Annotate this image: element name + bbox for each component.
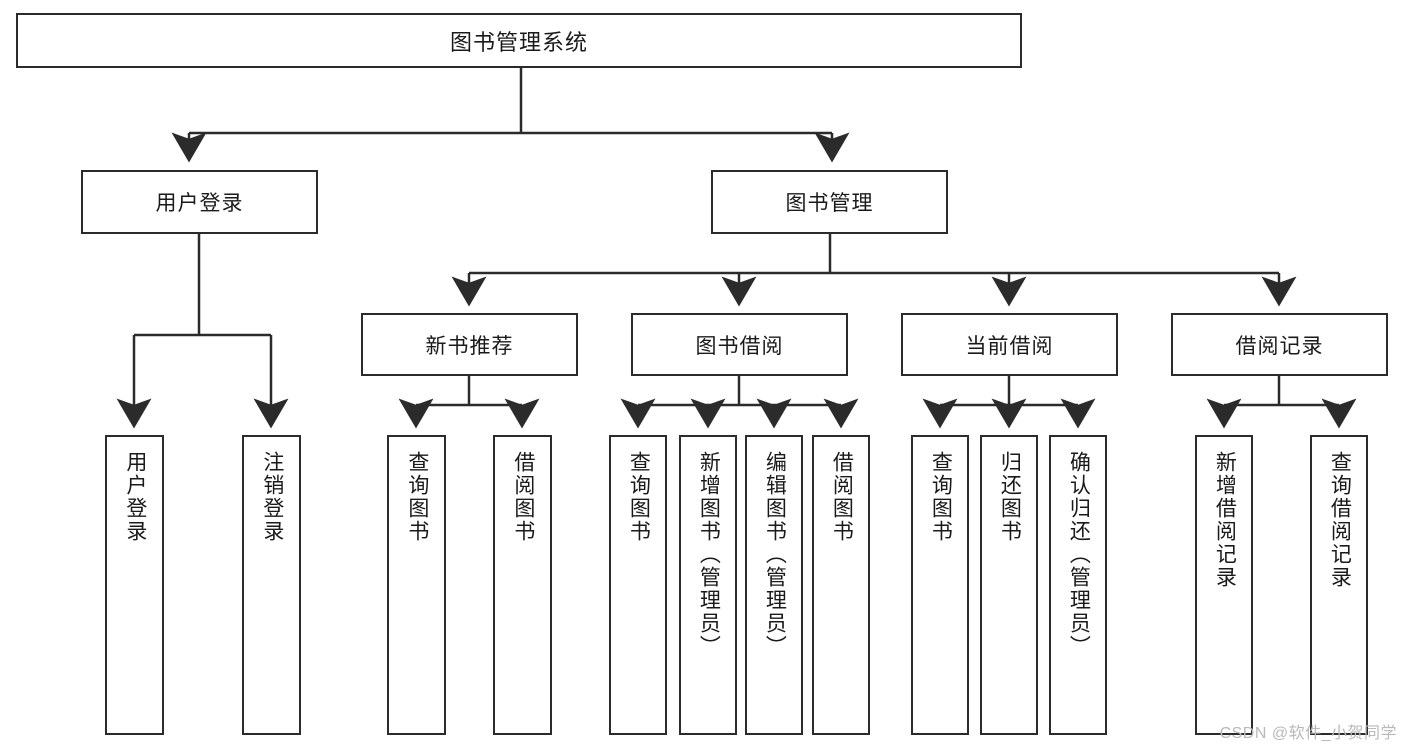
node-root-label: 图书管理系统: [449, 29, 588, 55]
node-leaf-borrow-book-2-label: 借阅图书: [830, 451, 854, 543]
node-root-system[interactable]: 图书管理系统: [16, 13, 1022, 68]
node-leaf-user-logout[interactable]: 注销登录: [242, 435, 301, 735]
node-borrow-record[interactable]: 借阅记录: [1171, 313, 1388, 376]
node-new-book-recommend[interactable]: 新书推荐: [361, 313, 578, 376]
node-book-borrow-label: 图书借阅: [695, 334, 784, 358]
node-new-book-recommend-label: 新书推荐: [425, 334, 514, 358]
node-leaf-add-book-label: 新增图书（管理员）: [697, 451, 721, 658]
node-current-borrow-label: 当前借阅: [965, 334, 1054, 358]
node-leaf-query-book-3-label: 查询图书: [929, 451, 953, 543]
node-leaf-edit-book[interactable]: 编辑图书（管理员）: [745, 435, 803, 735]
node-leaf-query-book-2[interactable]: 查询图书: [609, 435, 667, 735]
node-leaf-add-record-label: 新增借阅记录: [1213, 451, 1237, 589]
node-leaf-edit-book-label: 编辑图书（管理员）: [763, 451, 787, 658]
node-leaf-borrow-book-1-label: 借阅图书: [511, 451, 535, 543]
node-leaf-borrow-book-1[interactable]: 借阅图书: [493, 435, 552, 735]
node-book-management[interactable]: 图书管理: [711, 170, 948, 234]
node-book-management-label: 图书管理: [785, 192, 874, 215]
node-leaf-user-logout-label: 注销登录: [260, 451, 284, 543]
node-borrow-record-label: 借阅记录: [1235, 334, 1324, 358]
watermark-text: CSDN @软件_小贺同学: [1219, 725, 1397, 742]
node-current-borrow[interactable]: 当前借阅: [901, 313, 1118, 376]
node-user-login[interactable]: 用户登录: [81, 170, 318, 234]
node-leaf-query-book-3[interactable]: 查询图书: [911, 435, 969, 735]
node-leaf-borrow-book-2[interactable]: 借阅图书: [812, 435, 870, 735]
node-leaf-return-book-label: 归还图书: [998, 451, 1022, 543]
node-leaf-add-book[interactable]: 新增图书（管理员）: [679, 435, 737, 735]
node-leaf-return-book[interactable]: 归还图书: [980, 435, 1038, 735]
node-leaf-query-record[interactable]: 查询借阅记录: [1310, 435, 1368, 735]
node-leaf-confirm-return-label: 确认归还（管理员）: [1067, 451, 1091, 658]
node-user-login-label: 用户登录: [155, 192, 244, 215]
node-leaf-confirm-return[interactable]: 确认归还（管理员）: [1049, 435, 1107, 735]
node-leaf-add-record[interactable]: 新增借阅记录: [1195, 435, 1253, 735]
node-book-borrow[interactable]: 图书借阅: [631, 313, 848, 376]
node-leaf-user-login[interactable]: 用户登录: [105, 435, 164, 735]
node-leaf-query-book-1-label: 查询图书: [405, 451, 429, 543]
node-leaf-query-record-label: 查询借阅记录: [1328, 451, 1352, 589]
node-leaf-query-book-1[interactable]: 查询图书: [387, 435, 446, 735]
node-leaf-query-book-2-label: 查询图书: [627, 451, 651, 543]
node-leaf-user-login-label: 用户登录: [123, 451, 147, 543]
